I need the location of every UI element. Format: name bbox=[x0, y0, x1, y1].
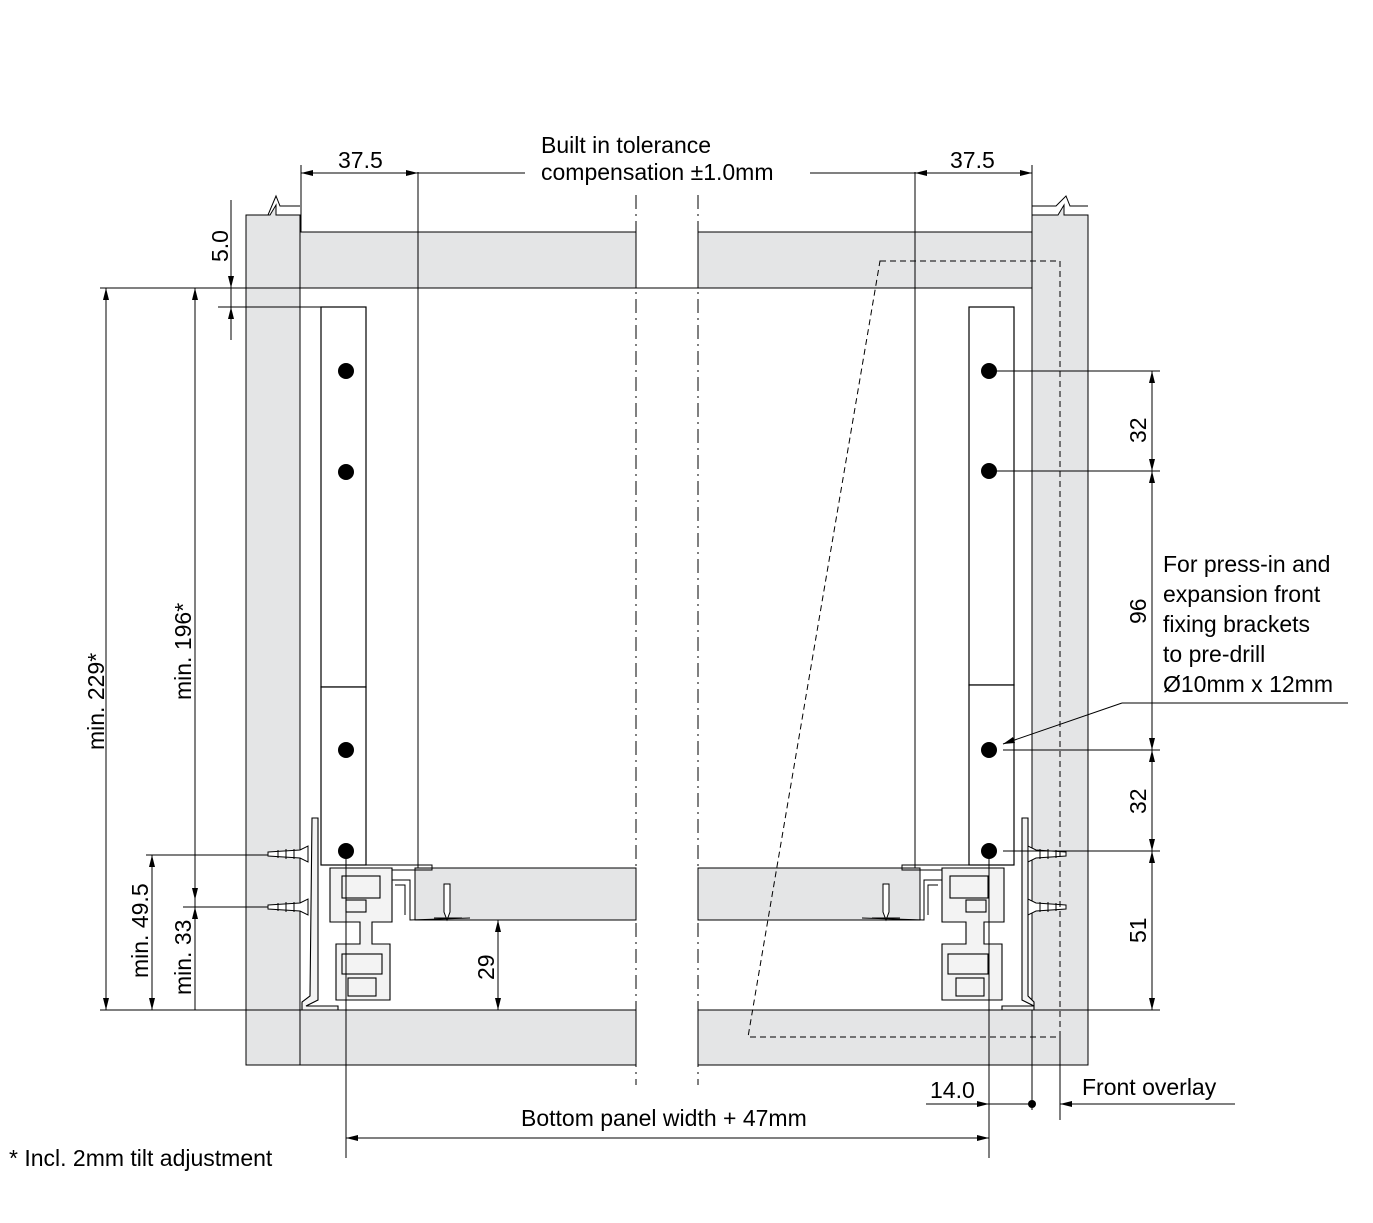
dim-51: 51 bbox=[1125, 917, 1151, 943]
dim-min-49-5: min. 49.5 bbox=[127, 883, 153, 978]
break-mark-right bbox=[1032, 195, 1088, 207]
tolerance-label-line2: compensation ±1.0mm bbox=[541, 159, 774, 185]
fixing-hole bbox=[338, 464, 354, 480]
dim-min-229: min. 229* bbox=[83, 653, 109, 750]
bracket-note-line3: fixing brackets bbox=[1163, 611, 1310, 637]
top-panel-right bbox=[697, 231, 1033, 289]
footnote: * Incl. 2mm tilt adjustment bbox=[9, 1145, 273, 1171]
fixing-hole bbox=[981, 742, 997, 758]
dim-96: 96 bbox=[1125, 598, 1151, 624]
bracket-note-line4: to pre-drill bbox=[1163, 641, 1265, 667]
bracket-note-line5: Ø10mm x 12mm bbox=[1163, 671, 1333, 697]
screw-bottom-right bbox=[872, 883, 900, 922]
screw-right-lower bbox=[1027, 898, 1067, 916]
dim-37-5-right: 37.5 bbox=[950, 147, 995, 173]
fixing-hole bbox=[338, 742, 354, 758]
screw-left-upper bbox=[267, 845, 309, 863]
bracket-note-line1: For press-in and bbox=[1163, 551, 1330, 577]
dim-37-5-left: 37.5 bbox=[338, 147, 383, 173]
left-drawer-side bbox=[320, 172, 433, 881]
top-panel-left bbox=[299, 231, 637, 289]
dim-14-0: 14.0 bbox=[930, 1077, 975, 1103]
dim-29: 29 bbox=[473, 954, 499, 980]
screw-bottom-left bbox=[434, 883, 462, 922]
cabinet-left-side bbox=[245, 203, 301, 1066]
bottom-panel-width-label: Bottom panel width + 47mm bbox=[521, 1105, 807, 1131]
dim-32-top: 32 bbox=[1125, 417, 1151, 443]
dim-min-196: min. 196* bbox=[170, 603, 196, 700]
screw-left-lower bbox=[267, 898, 309, 916]
dim-5-0: 5.0 bbox=[207, 230, 233, 262]
dim-min-33: min. 33 bbox=[170, 920, 196, 995]
right-drawer-side bbox=[901, 172, 1015, 881]
dim-32-low: 32 bbox=[1125, 788, 1151, 814]
cabinet-floor-left bbox=[299, 1009, 637, 1066]
front-overlay-label: Front overlay bbox=[1082, 1074, 1217, 1100]
drawer-bottom-left bbox=[414, 867, 637, 921]
break-mark-left bbox=[246, 194, 300, 216]
bracket-note-line2: expansion front bbox=[1163, 581, 1321, 607]
fixing-hole bbox=[338, 363, 354, 379]
tolerance-label-line1: Built in tolerance bbox=[541, 132, 711, 158]
